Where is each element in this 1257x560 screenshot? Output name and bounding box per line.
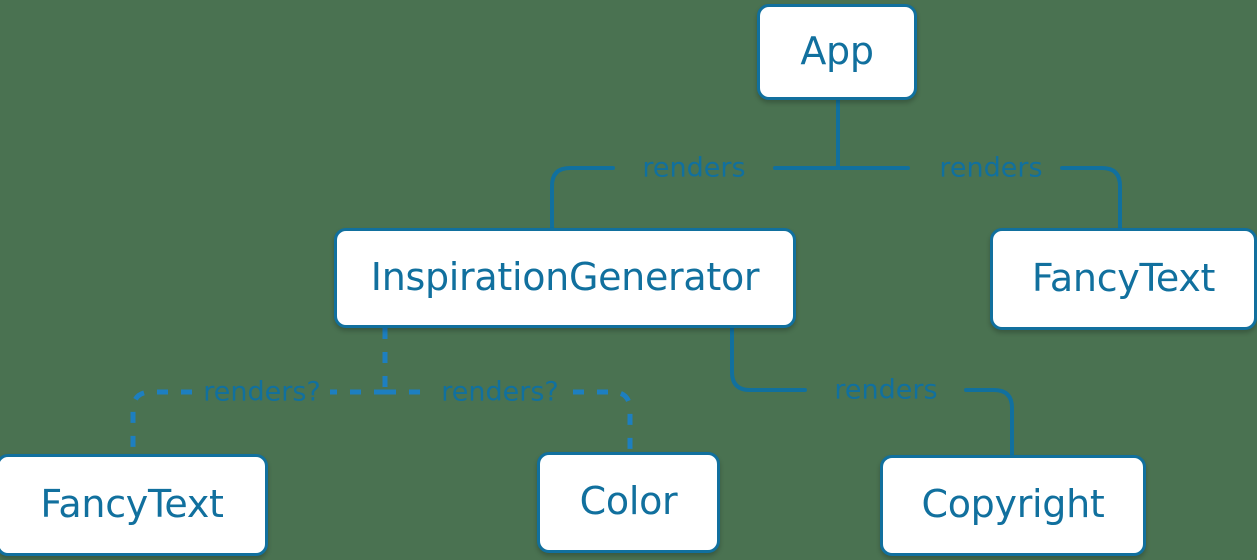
node-inspiration-generator-label: InspirationGenerator [370, 254, 760, 299]
edge-inspiration-to-copyright-left [730, 326, 807, 392]
edge-label-inspiration-to-color: renders? [441, 376, 559, 408]
edge-app-to-inspiration-left [550, 166, 615, 230]
node-fancytext-top-label: FancyText [1031, 255, 1216, 300]
node-fancytext-bottom-label: FancyText [40, 481, 224, 526]
edge-app-to-fancytext-right [1060, 166, 1122, 230]
edge-label-app-to-fancytext: renders [939, 152, 1043, 184]
node-copyright-label: Copyright [921, 482, 1105, 526]
node-inspiration-generator[interactable]: InspirationGenerator [334, 228, 796, 328]
edge-label-app-to-inspiration: renders [642, 152, 746, 184]
edge-inspiration-to-fancytext-dashed-outer [130, 389, 192, 454]
node-color-label: Color [579, 479, 678, 523]
edge-label-inspiration-to-fancytext: renders? [203, 376, 321, 408]
edge-label-inspiration-to-copyright: renders [834, 374, 938, 406]
node-fancytext-bottom[interactable]: FancyText [0, 454, 268, 556]
node-app-label: App [800, 28, 874, 73]
edge-inspiration-to-copyright-right [964, 388, 1014, 457]
node-fancytext-top[interactable]: FancyText [990, 228, 1257, 330]
edge-inspiration-to-color-dashed-outer [573, 389, 633, 452]
node-app[interactable]: App [757, 4, 917, 100]
node-color[interactable]: Color [537, 452, 720, 553]
node-copyright[interactable]: Copyright [880, 455, 1146, 556]
